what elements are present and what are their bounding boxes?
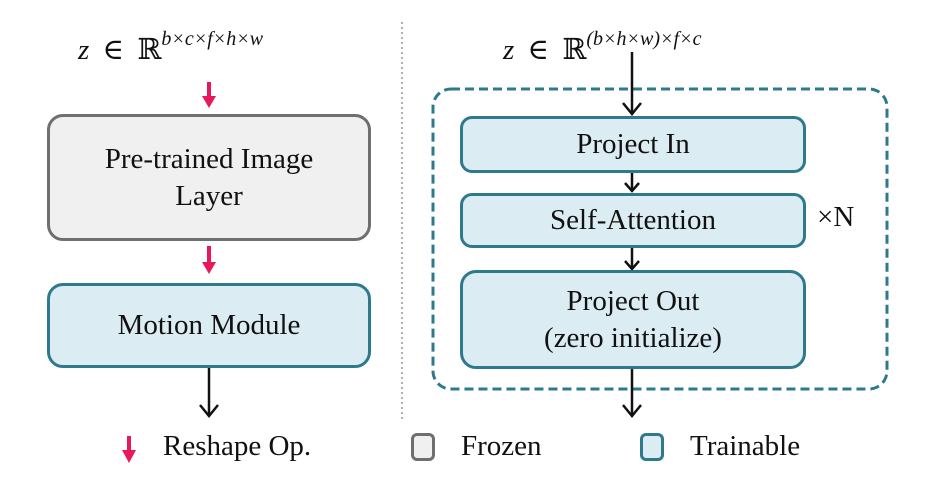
block-label-line: Self-Attention bbox=[550, 204, 716, 237]
reshape-arrow-top bbox=[202, 82, 216, 108]
block-label-line: Project Out bbox=[566, 285, 700, 318]
project-in-block: Project In bbox=[460, 116, 806, 173]
block-label-line: Motion Module bbox=[117, 309, 301, 342]
input-arrow-right bbox=[622, 52, 642, 116]
right-shape-var: z bbox=[503, 34, 515, 66]
legend-trainable-label: Trainable bbox=[690, 430, 801, 462]
legend-reshape-arrow-icon bbox=[122, 436, 136, 463]
output-arrow-right bbox=[622, 368, 642, 418]
legend-trainable-swatch-icon bbox=[640, 433, 664, 461]
right-shape-superscript: (b×h×w)×f×c bbox=[586, 28, 702, 50]
legend-frozen-label: Frozen bbox=[461, 430, 542, 462]
left-shape-in-symbol: ∈ bbox=[102, 34, 125, 66]
repeat-count-label: ×N bbox=[817, 201, 855, 233]
right-shape-in-symbol: ∈ bbox=[527, 34, 550, 66]
left-shape-superscript: b×c×f×h×w bbox=[161, 28, 264, 50]
repeat-group-border bbox=[431, 87, 889, 391]
project-out-block: Project Out (zero initialize) bbox=[460, 270, 806, 369]
right-input-shape: z ∈ ℝ(b×h×w)×f×c bbox=[503, 28, 701, 67]
motion-module-block: Motion Module bbox=[47, 283, 371, 368]
arrow-projin-to-attn bbox=[624, 172, 640, 193]
left-input-shape: z ∈ ℝb×c×f×h×w bbox=[78, 28, 263, 67]
left-shape-field: ℝ bbox=[137, 32, 162, 66]
arrow-attn-to-projout bbox=[624, 247, 640, 271]
legend-reshape-label: Reshape Op. bbox=[163, 430, 312, 462]
block-label-line: Pre-trained Image bbox=[104, 143, 314, 176]
left-shape-var: z bbox=[78, 34, 90, 66]
block-label-line: (zero initialize) bbox=[544, 321, 722, 354]
legend-frozen-swatch-icon bbox=[411, 433, 435, 461]
pretrained-image-layer-block: Pre-trained Image Layer bbox=[47, 114, 371, 241]
reshape-arrow-middle bbox=[202, 246, 216, 274]
self-attention-block: Self-Attention bbox=[460, 193, 806, 248]
right-shape-field: ℝ bbox=[562, 32, 587, 66]
block-label-line: Layer bbox=[175, 179, 243, 212]
output-arrow-left bbox=[199, 367, 219, 418]
block-label-line: Project In bbox=[576, 128, 690, 161]
